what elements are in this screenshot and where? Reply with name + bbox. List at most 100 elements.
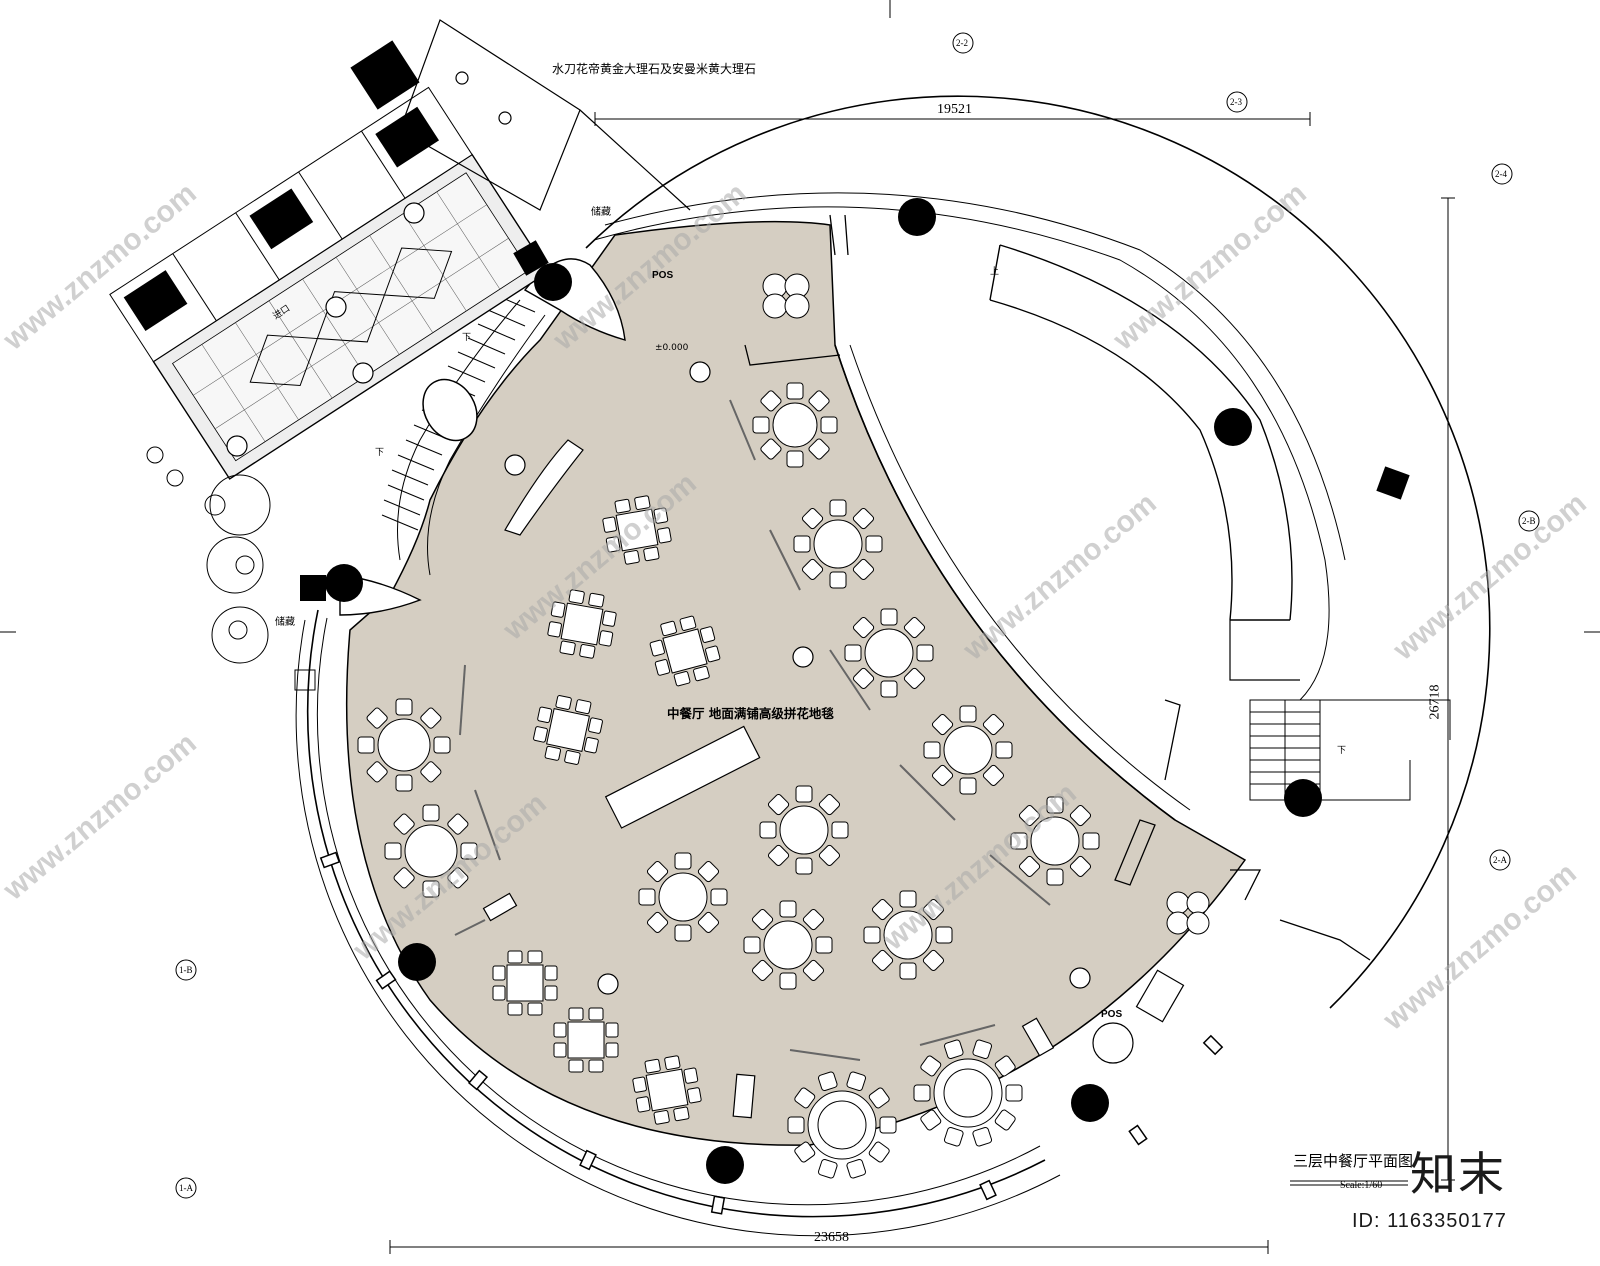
stair-label-down-3: 下 xyxy=(1337,746,1347,756)
chair xyxy=(852,667,875,690)
chair xyxy=(588,1059,604,1073)
chair xyxy=(767,793,790,816)
stair-landing-feature xyxy=(422,378,478,442)
chair xyxy=(1069,855,1092,878)
table-top xyxy=(943,725,993,775)
table-top xyxy=(377,718,431,772)
chair xyxy=(644,1058,661,1074)
axis-label: 2-2 xyxy=(956,38,968,48)
chair xyxy=(1018,804,1041,827)
chair xyxy=(829,499,847,517)
chair xyxy=(605,536,621,553)
table-top xyxy=(560,602,604,646)
chair xyxy=(871,898,894,921)
chair xyxy=(598,630,614,647)
chair xyxy=(673,1106,690,1122)
chair xyxy=(492,965,506,981)
round-table xyxy=(384,804,478,898)
chair xyxy=(1010,832,1028,850)
drawing-scale: Scale:1/60 xyxy=(1340,1180,1383,1191)
chair xyxy=(559,640,576,656)
main-stair xyxy=(381,295,546,576)
chair xyxy=(544,985,558,1001)
brand-logo: 知末 xyxy=(1410,1147,1506,1201)
chair xyxy=(923,741,941,759)
chair xyxy=(393,813,415,835)
chair xyxy=(635,1096,651,1113)
chair xyxy=(605,1022,619,1038)
table-top xyxy=(883,910,933,960)
stair-label-down-1: 下 xyxy=(462,333,472,343)
chair xyxy=(649,639,665,657)
chair xyxy=(687,1087,702,1104)
section-markers xyxy=(226,202,1091,995)
table-top xyxy=(864,628,914,678)
chair xyxy=(871,949,894,972)
chair xyxy=(916,644,934,662)
chair xyxy=(447,867,469,889)
chair xyxy=(357,736,375,754)
chair xyxy=(550,601,566,618)
chair xyxy=(492,985,506,1001)
chair xyxy=(852,616,875,639)
table-top xyxy=(1030,816,1080,866)
chair xyxy=(808,390,830,412)
chair xyxy=(674,852,692,870)
storage-label-top: 储藏 xyxy=(591,207,611,218)
lazy-susan xyxy=(817,1100,867,1150)
entry-lobby xyxy=(109,86,550,480)
chair xyxy=(660,620,677,637)
chair xyxy=(913,1084,931,1102)
chair xyxy=(553,1042,567,1058)
chair xyxy=(922,898,945,921)
facade-fins xyxy=(319,851,1224,1215)
chair xyxy=(1046,868,1064,886)
storage-label-left: 储藏 xyxy=(275,617,295,628)
chair xyxy=(982,713,1005,736)
chair xyxy=(697,860,720,883)
chair xyxy=(751,908,774,931)
round-table xyxy=(913,1039,1023,1147)
chair xyxy=(982,764,1005,787)
chair xyxy=(602,610,617,627)
chair xyxy=(920,1109,942,1131)
round-table xyxy=(787,1071,897,1179)
chair xyxy=(447,813,469,835)
chair xyxy=(760,438,782,460)
chair xyxy=(1082,832,1100,850)
chair xyxy=(801,507,824,530)
chair xyxy=(903,667,926,690)
chair xyxy=(646,860,669,883)
table-top xyxy=(404,824,458,878)
table-top xyxy=(779,805,829,855)
square-table xyxy=(632,1055,702,1125)
chair xyxy=(767,844,790,867)
chair xyxy=(602,516,617,533)
chair xyxy=(852,507,875,530)
chair xyxy=(1069,804,1092,827)
chair xyxy=(787,1116,805,1134)
chair xyxy=(743,936,761,954)
chair xyxy=(395,698,413,716)
chair xyxy=(366,707,388,729)
inner-void-edge xyxy=(834,244,1300,821)
chair xyxy=(972,1039,993,1060)
chair xyxy=(820,416,838,434)
chair xyxy=(879,1116,897,1134)
chair xyxy=(922,949,945,972)
axis-label: 2-A xyxy=(1493,855,1507,865)
chair xyxy=(507,1002,523,1016)
chair xyxy=(802,908,825,931)
table-top xyxy=(772,402,818,448)
chair xyxy=(795,785,813,803)
chair xyxy=(533,726,548,743)
table-top xyxy=(546,708,590,752)
chair xyxy=(673,671,691,687)
chair xyxy=(555,695,572,710)
chair xyxy=(801,558,824,581)
table-top xyxy=(645,1068,689,1112)
chair xyxy=(705,645,721,663)
chair xyxy=(852,558,875,581)
chair xyxy=(657,527,672,544)
chair xyxy=(614,498,631,514)
